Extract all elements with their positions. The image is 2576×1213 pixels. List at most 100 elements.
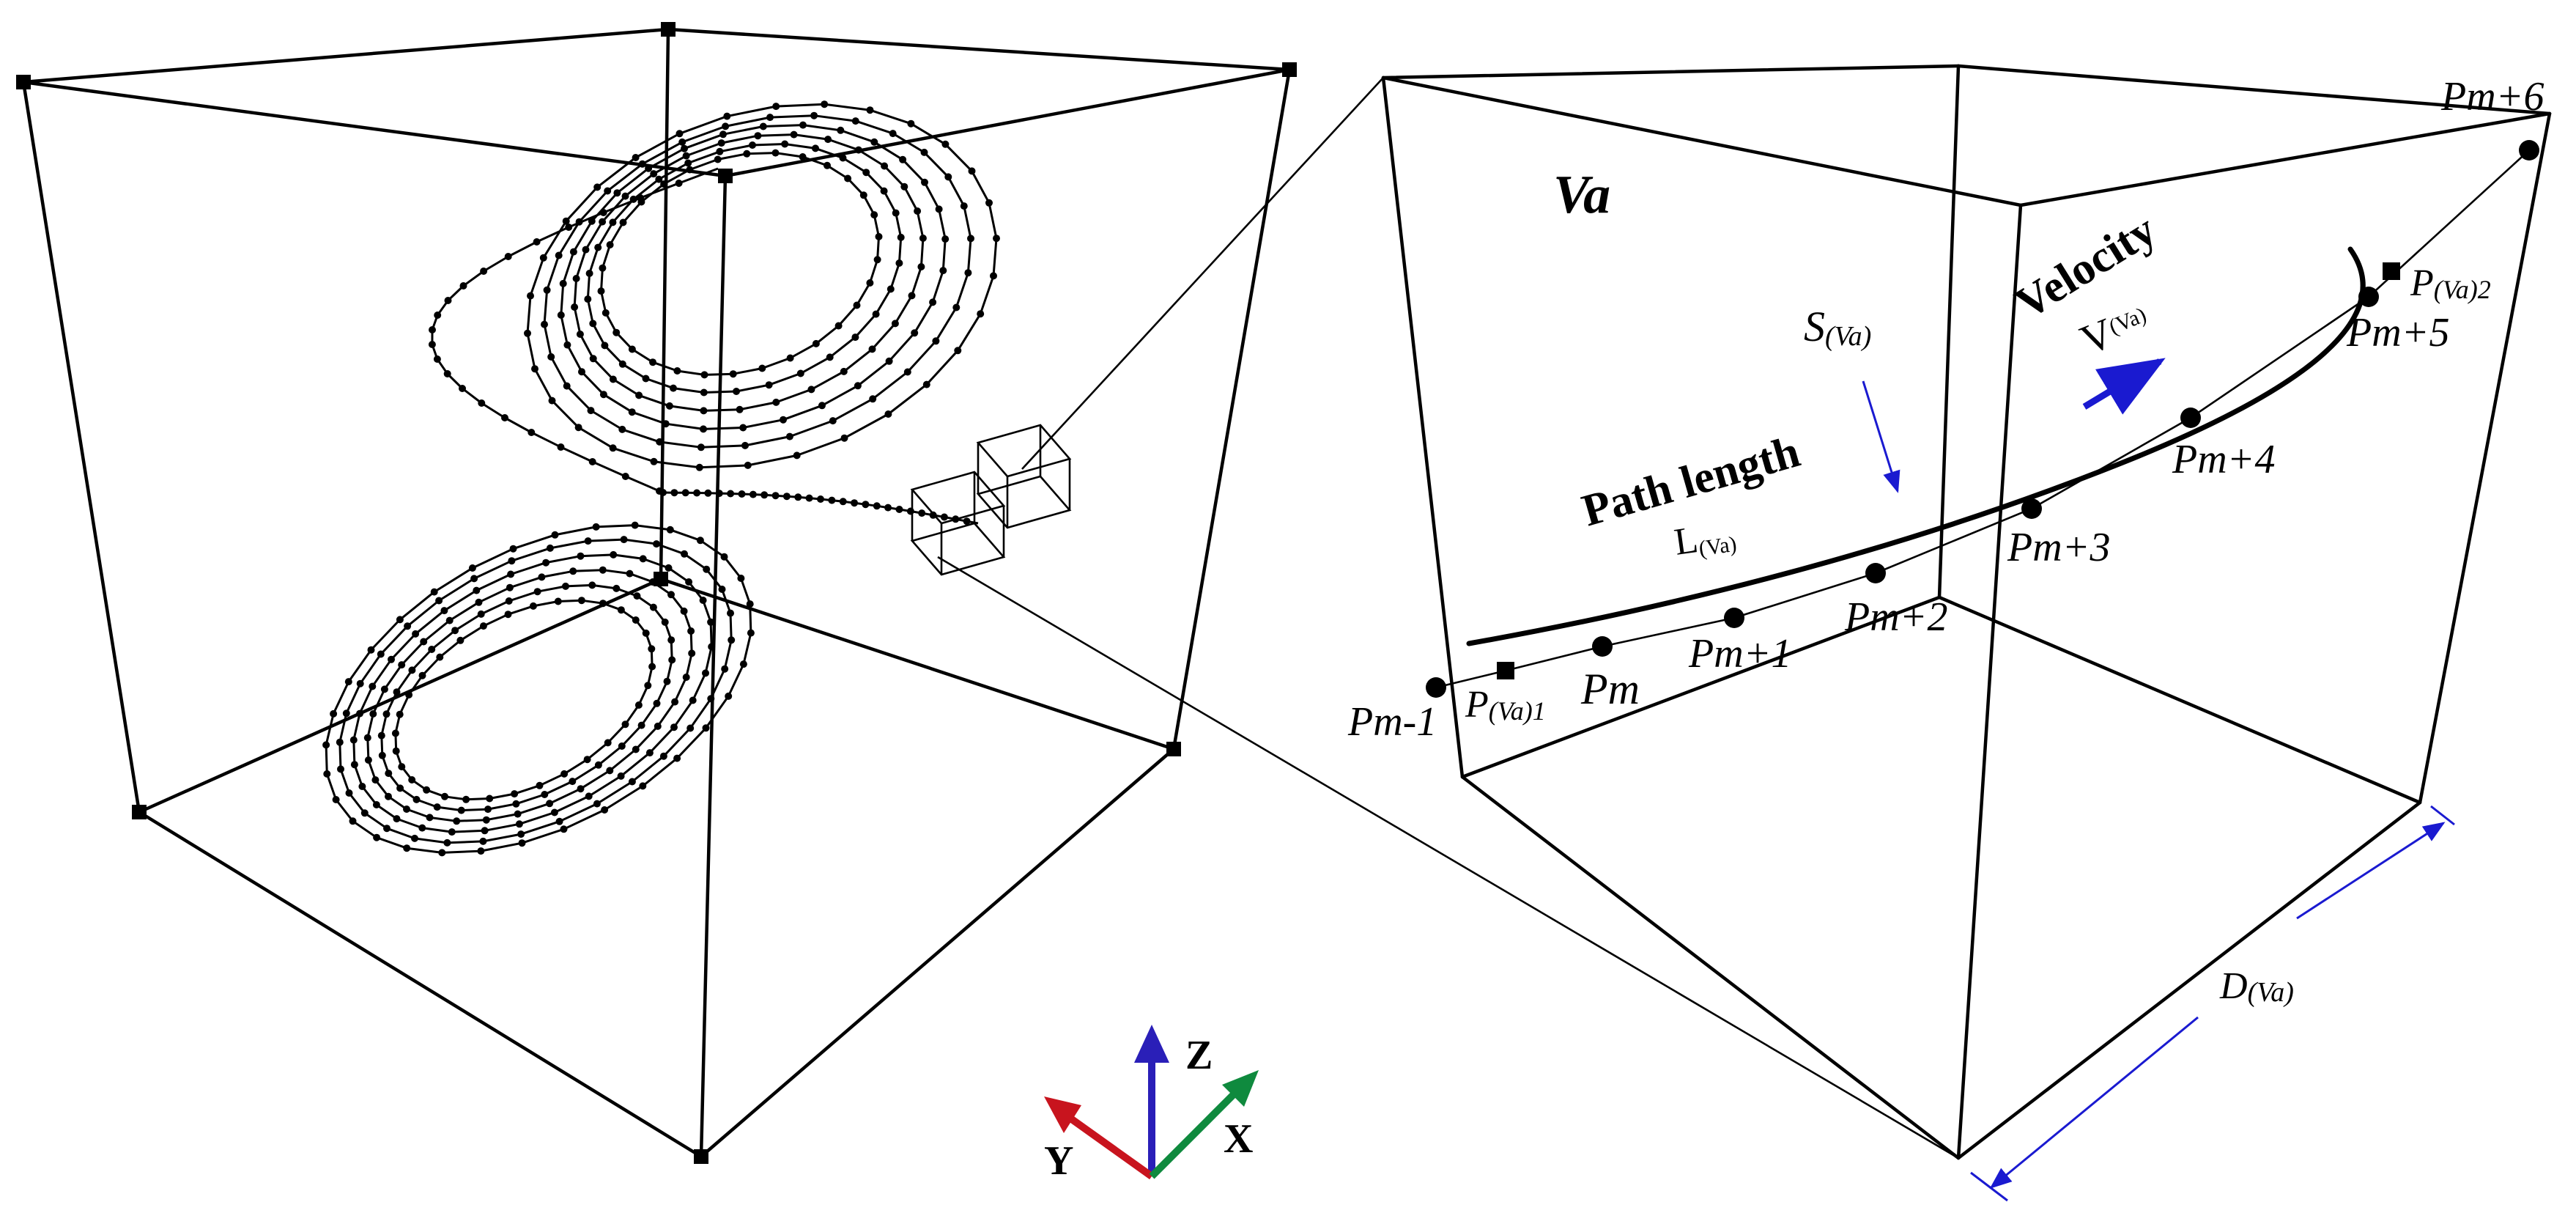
trajectory-point — [412, 795, 421, 803]
lower-lobe-loop — [325, 524, 752, 854]
trajectory-point — [323, 770, 331, 778]
trajectory-point — [921, 178, 928, 186]
trajectory-point — [506, 583, 514, 591]
trajectory-point — [398, 661, 406, 669]
trajectory-point — [670, 384, 677, 392]
point-pm+6 — [2519, 140, 2539, 161]
trajectory-point — [747, 629, 755, 637]
trajectory-point — [823, 161, 831, 169]
trajectory-point — [707, 695, 715, 703]
trajectory-point — [393, 815, 401, 823]
trajectory-point — [853, 301, 861, 309]
point-pm-1 — [1426, 677, 1446, 698]
trajectory-point — [687, 627, 695, 635]
trajectory-point — [577, 785, 585, 793]
trajectory-point — [703, 565, 711, 573]
attractor-trajectory — [322, 100, 1000, 857]
trajectory-point — [771, 149, 780, 157]
trajectory-point — [542, 558, 550, 567]
trajectory-point — [617, 772, 625, 780]
trajectory-point — [593, 800, 601, 808]
trajectory-point — [484, 805, 492, 814]
trajectory-point — [663, 677, 671, 685]
label-pm+4: Pm+4 — [2172, 437, 2275, 482]
trajectory-point — [557, 443, 565, 451]
trajectory-point — [844, 174, 852, 182]
trajectory-point — [854, 382, 862, 390]
trajectory-point — [418, 671, 426, 679]
label-pm+5: Pm+5 — [2346, 310, 2449, 355]
trajectory-point — [367, 646, 375, 654]
trajectory-point — [887, 285, 895, 293]
trajectory-point — [906, 507, 914, 515]
trajectory-point — [541, 320, 548, 328]
trajectory-point — [649, 358, 656, 366]
trajectory-point — [940, 513, 948, 521]
trajectory-point — [743, 150, 751, 158]
trajectory-point — [349, 736, 358, 744]
trajectory-point — [588, 581, 596, 589]
outer-arc — [431, 167, 719, 493]
trajectory-point — [749, 490, 757, 498]
exit-point-marker — [2383, 262, 2400, 280]
trajectory-point — [868, 345, 876, 353]
trajectory-point — [990, 272, 997, 280]
trajectory-point — [786, 354, 794, 362]
trajectory-point — [571, 303, 579, 311]
label-pm+1: Pm+1 — [1688, 631, 1791, 676]
trajectory-point — [515, 820, 523, 828]
trajectory-point — [699, 597, 707, 604]
trajectory-point — [681, 550, 688, 558]
trajectory-point — [632, 154, 640, 161]
trajectory-point — [398, 763, 406, 771]
trajectory-point — [839, 154, 847, 162]
trajectory-point — [456, 636, 465, 644]
trajectory-point — [993, 235, 1000, 243]
trajectory-point — [517, 830, 525, 838]
trajectory-point — [851, 117, 859, 125]
voxel-cube-edges — [1381, 64, 2552, 1160]
trajectory-point — [977, 310, 985, 318]
trajectory-point — [866, 106, 874, 114]
trajectory-point — [714, 155, 722, 163]
trajectory-point — [621, 192, 629, 200]
trajectory-point — [941, 235, 950, 243]
trajectory-point — [436, 653, 444, 661]
trajectory-point — [560, 770, 569, 778]
trajectory-point — [644, 682, 652, 690]
trajectory-point — [612, 328, 621, 336]
trajectory-point — [834, 322, 843, 330]
trajectory-point — [810, 111, 818, 119]
trajectory-point — [654, 722, 662, 730]
trajectory-point — [420, 638, 428, 646]
trajectory-point — [433, 355, 441, 363]
trajectory-point — [656, 487, 663, 495]
trajectory-point — [633, 592, 641, 600]
trajectory-point — [952, 303, 961, 311]
trajectory-point — [908, 292, 916, 300]
trajectory-point — [480, 268, 488, 275]
trajectory-point — [363, 734, 371, 742]
trajectory-point — [606, 767, 614, 775]
trajectory-point — [589, 320, 597, 328]
trajectory-point — [637, 721, 645, 729]
trajectory-point — [512, 800, 520, 808]
path-length-symbol: L(Va) — [1672, 514, 1739, 564]
trajectory-point — [880, 187, 888, 195]
z-axis-label: Z — [1185, 1033, 1213, 1078]
trajectory-point — [919, 235, 927, 242]
trajectory-point — [477, 610, 485, 618]
trajectory-point — [746, 600, 754, 608]
trajectory-point — [501, 414, 508, 421]
trajectory-point — [378, 751, 386, 759]
trajectory-point — [837, 126, 845, 134]
trajectory-point — [631, 521, 639, 529]
trajectory-point — [754, 132, 762, 140]
trajectory-point — [383, 825, 391, 833]
y-axis-arrow — [1067, 1114, 1154, 1180]
point-pm+3 — [2021, 498, 2042, 519]
trajectory-point — [382, 710, 391, 718]
trajectory-point — [405, 691, 413, 698]
trajectory-point — [404, 622, 412, 630]
label-pm-1: Pm-1 — [1347, 699, 1437, 745]
